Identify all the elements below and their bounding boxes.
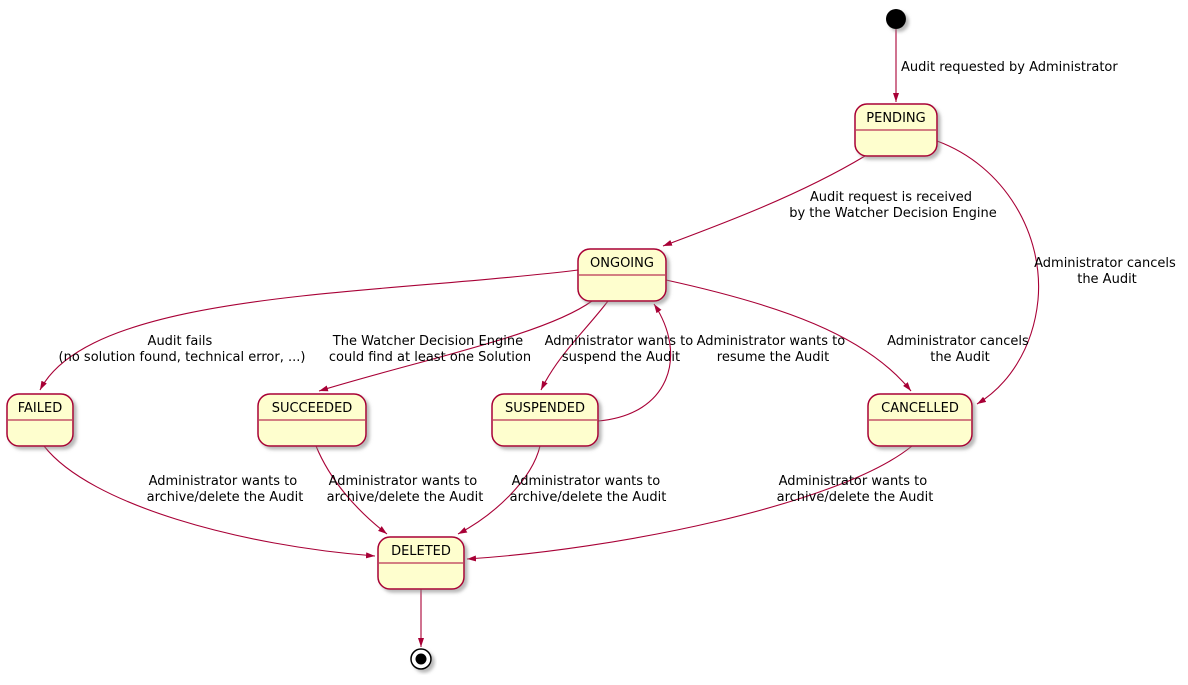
- state-deleted-label: DELETED: [391, 544, 451, 559]
- final-state-node: [410, 648, 432, 670]
- initial-state-dot: [886, 9, 906, 29]
- transition-arrow-succeeded-deleted: [315, 445, 388, 535]
- transition-arrow-ongoing-suspended: [540, 300, 609, 391]
- transition-label-ongoing-failed: Audit fails (no solution found, technica…: [59, 334, 306, 365]
- state-succeeded: SUCCEEDED: [257, 393, 367, 447]
- transition-arrow-cancelled-deleted: [466, 445, 913, 562]
- transition-label-suspended-deleted: Administrator wants to archive/delete th…: [510, 474, 667, 505]
- state-failed-label: FAILED: [18, 401, 62, 416]
- transition-label-cancelled-deleted: Administrator wants to archive/delete th…: [777, 474, 934, 505]
- transition-label-failed-deleted: Administrator wants to archive/delete th…: [147, 474, 304, 505]
- initial-state-node: [886, 9, 906, 29]
- transition-label-init-pending: Audit requested by Administrator: [901, 60, 1118, 75]
- transition-arrow-suspended-ongoing: [597, 303, 672, 422]
- state-deleted: DELETED: [377, 536, 465, 590]
- transition-label-pending-ongoing: Audit request is received by the Watcher…: [789, 190, 997, 221]
- transition-label-ongoing-suspended: Administrator wants to suspend the Audit: [545, 334, 698, 365]
- state-pending: PENDING: [854, 103, 938, 157]
- transition-arrow-failed-deleted: [43, 445, 376, 559]
- state-ongoing: ONGOING: [577, 248, 667, 302]
- state-suspended: SUSPENDED: [491, 393, 599, 447]
- state-cancelled: CANCELLED: [867, 393, 973, 447]
- transition-arrow-ongoing-succeeded: [318, 300, 593, 392]
- transition-arrow-ongoing-failed: [39, 269, 579, 391]
- transition-label-suspended-ongoing: Administrator wants to resume the Audit: [697, 334, 850, 365]
- transition-arrow-pending-cancelled: [936, 140, 1040, 405]
- state-pending-label: PENDING: [866, 111, 925, 126]
- state-suspended-label: SUSPENDED: [505, 401, 585, 416]
- transition-label-ongoing-cancelled: Administrator cancels the Audit: [887, 334, 1033, 365]
- transition-label-pending-cancelled: Administrator cancels the Audit: [1034, 256, 1180, 287]
- transition-label-succeeded-deleted: Administrator wants to archive/delete th…: [327, 474, 484, 505]
- state-succeeded-label: SUCCEEDED: [272, 401, 353, 416]
- state-cancelled-label: CANCELLED: [881, 401, 959, 416]
- transition-label-ongoing-succeeded: The Watcher Decision Engine could find a…: [329, 334, 531, 365]
- state-failed: FAILED: [6, 393, 74, 447]
- state-ongoing-label: ONGOING: [590, 256, 654, 271]
- transition-arrow-ongoing-cancelled: [665, 279, 912, 392]
- transition-arrow-pending-ongoing: [662, 155, 866, 247]
- transition-arrow-suspended-deleted: [457, 445, 541, 535]
- final-state-inner-dot: [415, 653, 427, 665]
